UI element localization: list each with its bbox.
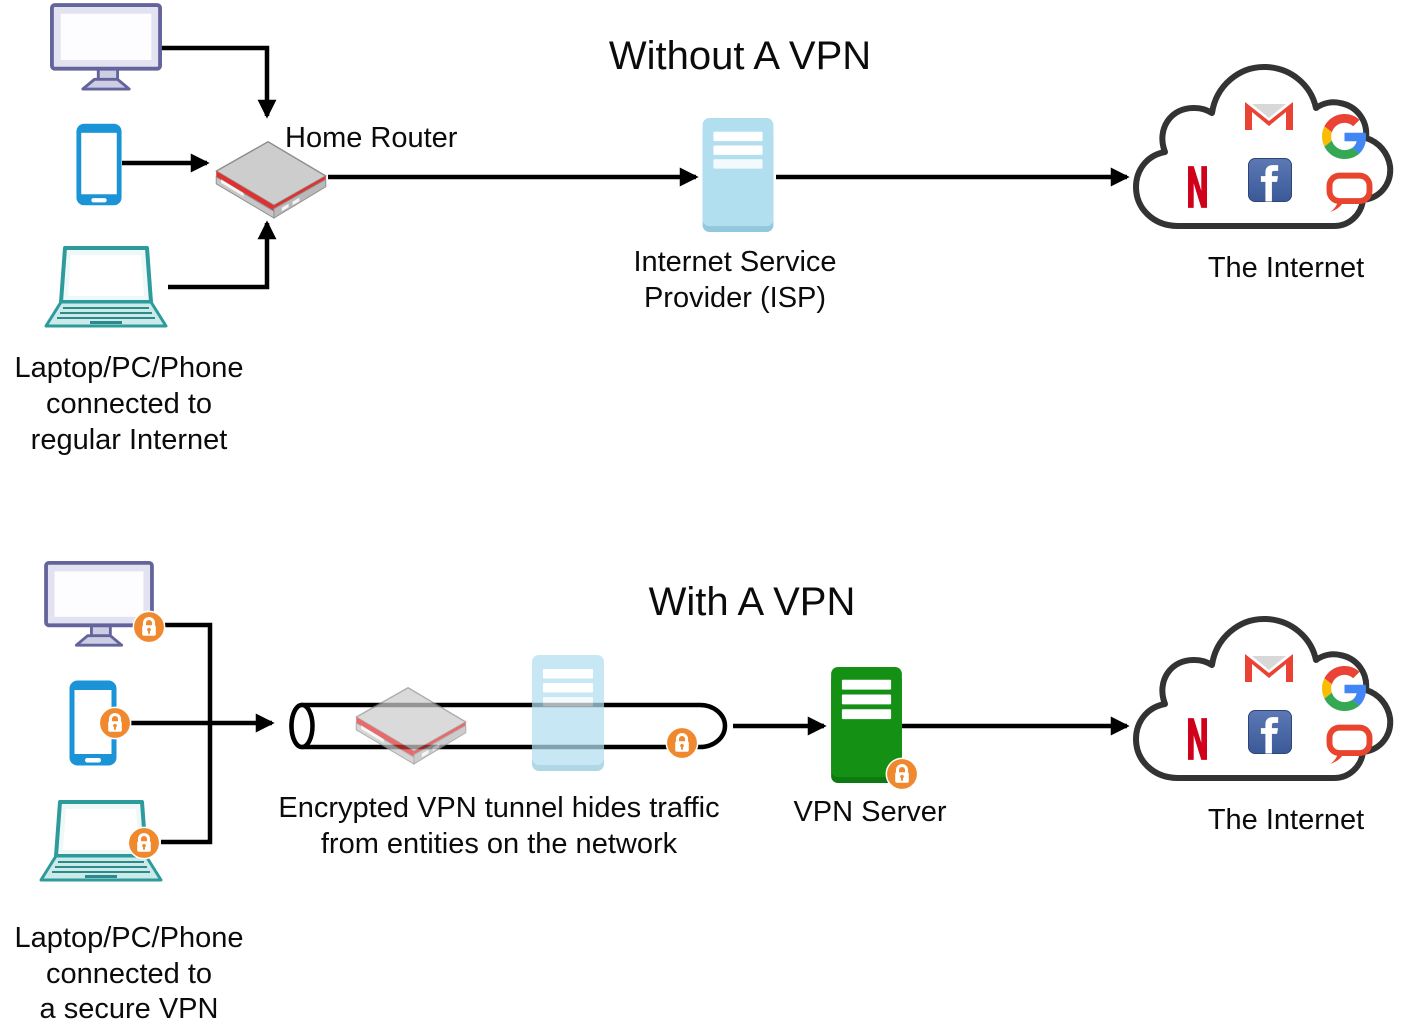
isp-server-icon xyxy=(532,655,604,771)
bottom-caption-line2: connected to xyxy=(46,958,212,990)
internet-label-bottom: The Internet xyxy=(1208,804,1364,836)
tunnel-caption-line1: Encrypted VPN tunnel hides traffic xyxy=(278,792,719,824)
bottom-caption-line1: Laptop/PC/Phone xyxy=(15,922,244,954)
internet-cloud-top xyxy=(1136,67,1390,226)
facebook-icon xyxy=(1248,709,1292,755)
arrow-laptop-to-router xyxy=(168,220,277,290)
tunnel-entrance xyxy=(289,702,315,750)
laptop-icon xyxy=(44,246,168,328)
home-router-icon xyxy=(355,687,467,765)
section-with-vpn: With A VPN VPN Server xyxy=(15,561,1391,1024)
tunnel-caption-line2: from entities on the network xyxy=(321,828,678,860)
top-caption-line2: connected to xyxy=(46,388,212,420)
isp-server-icon xyxy=(702,118,774,232)
lock-badge-icon xyxy=(127,826,161,860)
vpn-tunnel xyxy=(289,655,728,771)
lock-badge-icon xyxy=(665,726,699,760)
desktop-monitor-icon xyxy=(50,3,162,91)
bottom-caption-line3: a secure VPN xyxy=(40,993,219,1024)
lock-badge-icon xyxy=(132,610,166,644)
section-without-vpn: Without A VPN Home Router Internet Servi… xyxy=(15,3,1391,456)
trunk-line xyxy=(161,622,213,845)
isp-label-line1: Internet Service xyxy=(633,246,836,278)
isp-label-line2: Provider (ISP) xyxy=(644,282,826,314)
top-caption-line1: Laptop/PC/Phone xyxy=(15,352,244,384)
vpn-server-label: VPN Server xyxy=(793,796,946,828)
internet-label-top: The Internet xyxy=(1208,252,1364,284)
home-router-label: Home Router xyxy=(285,122,458,154)
smartphone-icon xyxy=(76,123,122,206)
arrow-monitor-to-router xyxy=(160,45,277,119)
top-connection-lines xyxy=(122,45,1130,290)
bottom-connection-lines xyxy=(131,622,1130,845)
internet-cloud-bottom xyxy=(1136,619,1390,778)
lock-badge-icon xyxy=(98,706,132,740)
top-caption-line3: regular Internet xyxy=(31,424,228,456)
title-without-vpn: Without A VPN xyxy=(609,34,871,78)
facebook-icon xyxy=(1248,157,1292,203)
title-with-vpn: With A VPN xyxy=(649,580,856,624)
lock-badge-icon xyxy=(885,757,919,791)
